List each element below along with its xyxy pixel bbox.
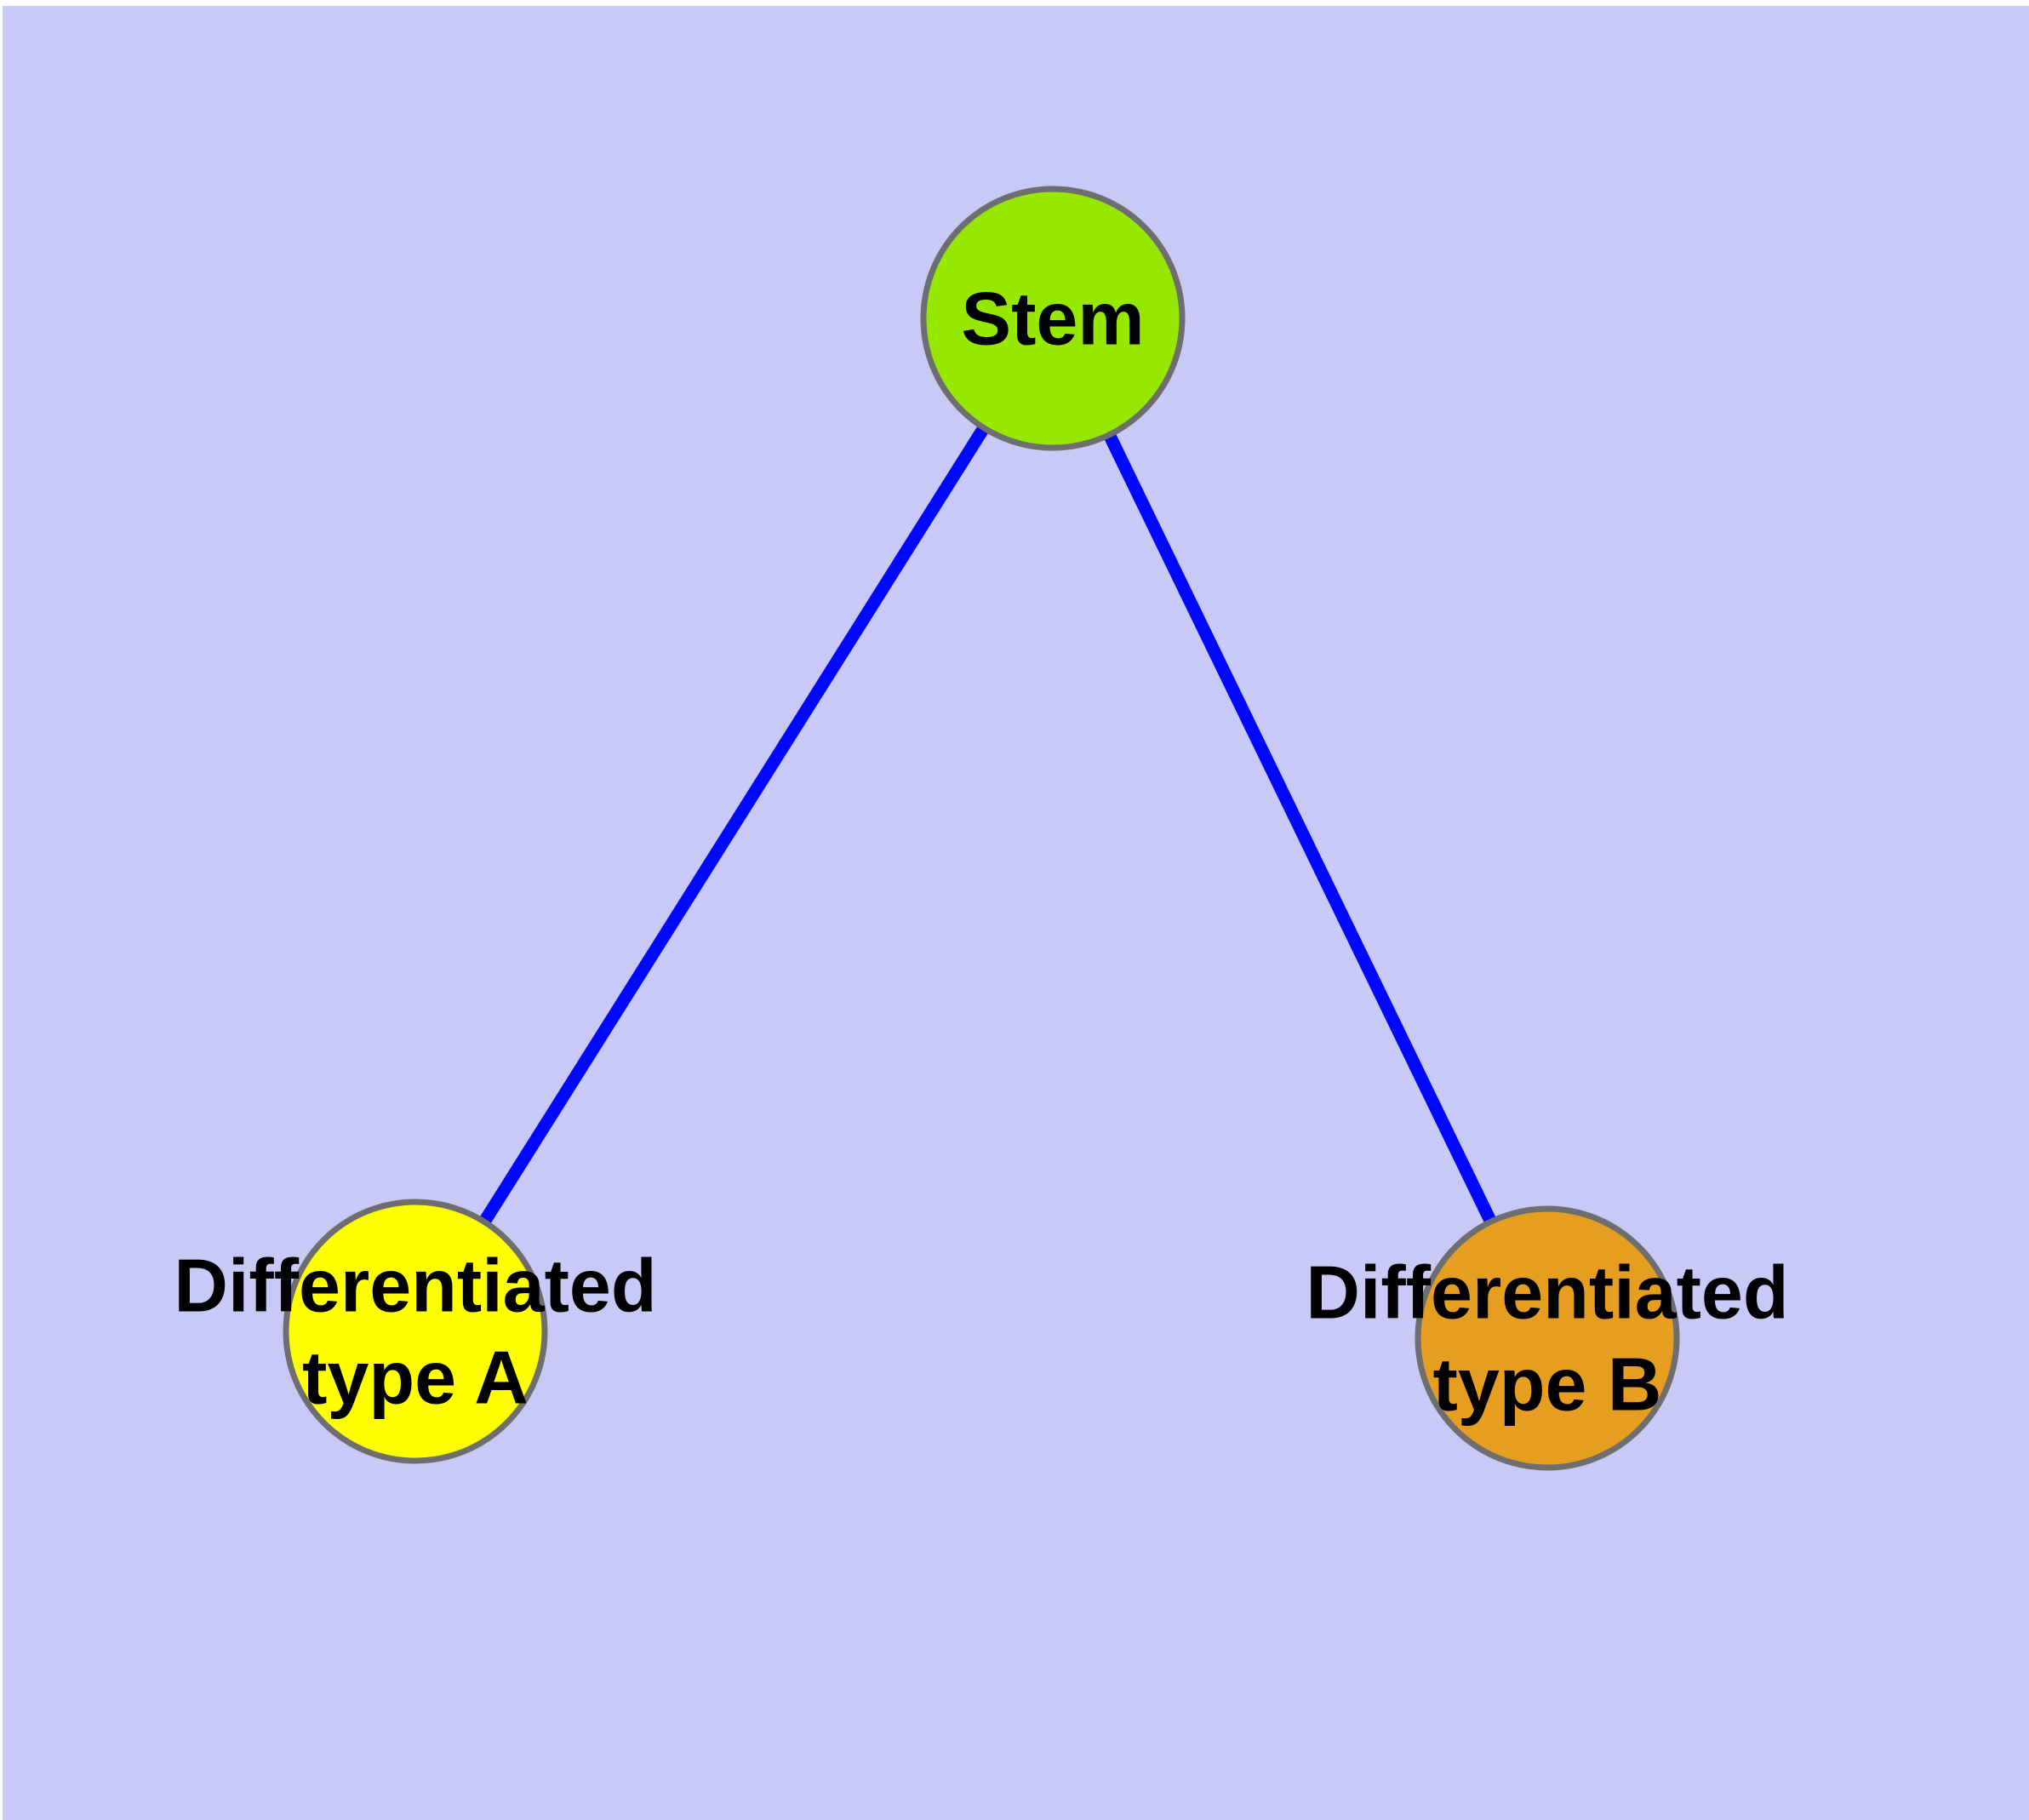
- node-stem: Stem: [920, 186, 1186, 451]
- node-differentiated-type-b-label-line2: type B: [1433, 1342, 1662, 1427]
- edge-stem-to-type-a: [409, 315, 1059, 1335]
- node-differentiated-type-a-label-line2: type A: [302, 1336, 529, 1420]
- node-differentiated-type-a-label-line1: Differentiated: [174, 1244, 656, 1328]
- edge-stem-to-type-b: [1047, 315, 1553, 1342]
- node-differentiated-type-a-circle: [283, 1199, 548, 1464]
- node-differentiated-type-a: Differentiated type A: [174, 1199, 657, 1464]
- node-differentiated-type-b: Differentiated type B: [1306, 1205, 1789, 1471]
- node-differentiated-type-b-label-line1: Differentiated: [1306, 1251, 1788, 1335]
- node-differentiated-type-b-circle: [1415, 1205, 1680, 1471]
- node-stem-circle: [920, 186, 1186, 451]
- node-stem-label: Stem: [961, 277, 1144, 361]
